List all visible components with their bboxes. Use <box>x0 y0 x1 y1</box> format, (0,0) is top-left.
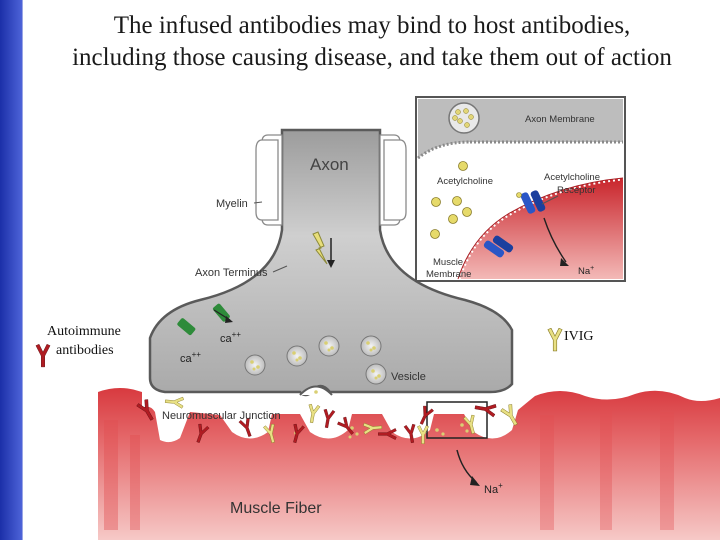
axon-terminus-pointer <box>272 265 288 273</box>
inset-sodium-arrow-icon <box>543 217 567 263</box>
lightning-bolt-icon <box>312 231 328 265</box>
accent-bar-edge <box>22 0 23 540</box>
synaptic-vesicle <box>244 335 387 385</box>
calcium-label-top: ca++ <box>220 330 241 345</box>
inset-muscle-label-line1: Muscle <box>433 257 463 268</box>
receptor-pointer <box>541 195 559 205</box>
myelin-sheath <box>255 134 407 226</box>
muscle-fiber <box>98 388 720 540</box>
inset-sodium-arrowhead-icon <box>560 258 569 266</box>
autoimmune-legend-line2: antibodies <box>56 343 114 358</box>
ivig-legend-icon <box>547 328 563 352</box>
inset-axon-membrane-label: Axon Membrane <box>525 114 595 125</box>
muscle-fiber-label: Muscle Fiber <box>230 500 322 517</box>
zoom-highlight-box <box>426 401 488 439</box>
sodium-label: Na+ <box>484 481 503 496</box>
axon-terminus-label: Axon Terminus <box>195 267 268 279</box>
inset-muscle-label-line2: Membrane <box>426 269 471 280</box>
autoimmune-legend-line1: Autoimmune <box>47 324 121 339</box>
diagram-labels: Axon Myelin Axon Terminus ca++ ca++ Vesi… <box>162 155 503 517</box>
vesicle-label: Vesicle <box>391 371 426 383</box>
autoimmune-legend-icon <box>35 344 51 368</box>
calcium-entry-arrow-icon <box>213 309 233 323</box>
myelin-label: Myelin <box>216 198 248 210</box>
inset-receptor-label-line1: Acetylcholine <box>544 172 600 183</box>
signal-arrow-icon <box>327 238 335 268</box>
slide-title: The infused antibodies may bind to host … <box>24 10 720 74</box>
acetylcholine-receptor-icon <box>483 190 546 258</box>
nmj-label: Neuromuscular Junction <box>162 410 281 422</box>
inset-acetylcholine-label: Acetylcholine <box>437 176 493 187</box>
inset-receptor-label-line2: Receptor <box>557 185 596 196</box>
title-line-1: The infused antibodies may bind to host … <box>113 12 631 39</box>
calcium-label-bottom: ca++ <box>180 350 201 365</box>
myelin-pointer <box>253 201 263 204</box>
sodium-arrowhead-icon <box>470 476 480 486</box>
title-line-2: including those causing disease, and tak… <box>72 44 672 71</box>
inset-sodium-label: Na+ <box>578 265 594 277</box>
left-accent-bar <box>0 0 22 540</box>
axon-label: Axon <box>310 155 349 174</box>
acetylcholine-molecule <box>430 161 472 239</box>
inset-panel: Axon Membrane Acetylcholine Acetylcholin… <box>415 96 626 282</box>
ivig-legend-label: IVIG <box>564 329 594 344</box>
